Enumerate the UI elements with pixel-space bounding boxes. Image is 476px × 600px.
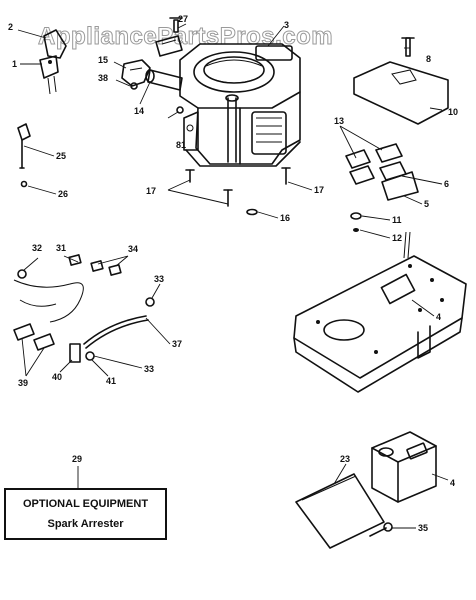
muffler-heat-shield — [295, 473, 393, 549]
callout-8: 8 — [426, 54, 431, 64]
engine-assembly — [121, 17, 301, 216]
callout-33-bottom: 33 — [144, 364, 154, 374]
callout-33-top: 33 — [154, 274, 164, 284]
callout-17-left: 17 — [146, 186, 156, 196]
callout-10: 10 — [448, 107, 458, 117]
callout-2: 2 — [8, 22, 13, 32]
callout-37: 37 — [172, 339, 182, 349]
callout-12: 12 — [392, 233, 402, 243]
callout-23: 23 — [340, 454, 350, 464]
callout-6: 6 — [444, 179, 449, 189]
chassis-plate — [293, 231, 467, 393]
muffler — [371, 431, 437, 503]
callout-3: 3 — [284, 20, 289, 30]
callout-1: 1 — [12, 59, 17, 69]
callout-14: 14 — [134, 106, 144, 116]
callout-32: 32 — [32, 243, 42, 253]
muffler-bracket-parts — [345, 143, 419, 232]
heat-shield-panel — [353, 37, 449, 125]
callout-31: 31 — [56, 243, 66, 253]
callout-13: 13 — [334, 116, 344, 126]
optional-equipment-title: OPTIONAL EQUIPMENT — [22, 498, 149, 510]
spark-arrester-label: Spark Arrester — [47, 518, 124, 530]
callout-81: 81 — [176, 140, 186, 150]
callout-34: 34 — [128, 244, 138, 254]
callout-16: 16 — [280, 213, 290, 223]
callout-35: 35 — [418, 523, 428, 533]
callout-39: 39 — [18, 378, 28, 388]
callout-41: 41 — [106, 376, 116, 386]
callout-25: 25 — [56, 151, 66, 161]
fuel-line-parts — [13, 254, 155, 363]
callout-5: 5 — [424, 199, 429, 209]
callout-40: 40 — [52, 372, 62, 382]
callout-4-muffler: 4 — [450, 478, 455, 488]
callout-11: 11 — [392, 215, 402, 225]
callout-38: 38 — [98, 73, 108, 83]
ignition-switch-parts — [17, 29, 67, 188]
callout-15: 15 — [98, 55, 108, 65]
callout-26: 26 — [58, 189, 68, 199]
callout-17-right: 17 — [314, 185, 324, 195]
callout-29: 29 — [72, 454, 82, 464]
leader-lines — [17, 23, 449, 529]
callout-27: 27 — [178, 14, 188, 24]
callout-4-plate: 4 — [436, 312, 441, 322]
optional-equipment-box: OPTIONAL EQUIPMENT Spark Arrester — [4, 488, 167, 540]
callout-numbers: 2 1 27 3 8 15 38 14 81 10 13 25 6 26 17 … — [8, 14, 458, 533]
